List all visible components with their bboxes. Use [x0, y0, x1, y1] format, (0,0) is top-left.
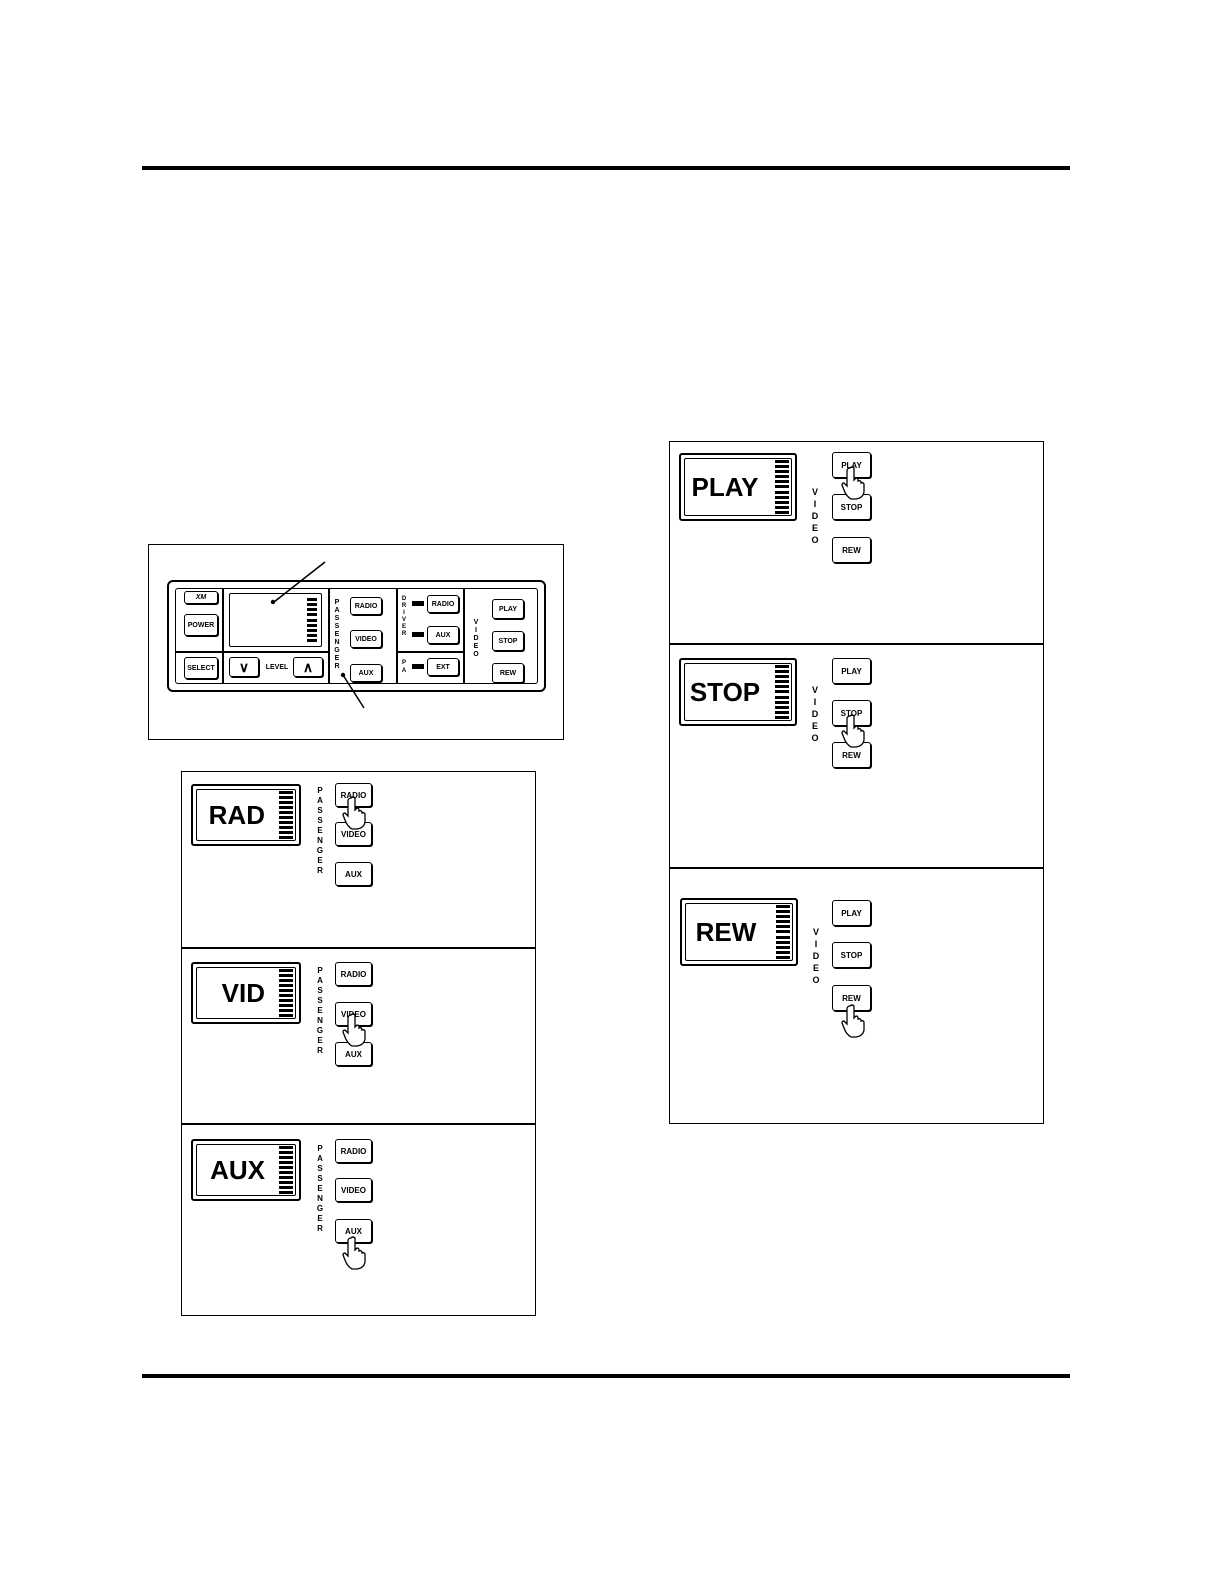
- level-meter: [279, 791, 293, 839]
- pointing-hand-icon: [841, 466, 865, 500]
- control-panel-figure: [148, 544, 564, 740]
- stop-button[interactable]: STOP: [832, 942, 871, 968]
- driver-radio-button[interactable]: RADIO: [427, 595, 459, 613]
- passenger-radio-button[interactable]: RADIO: [350, 597, 382, 615]
- level-meter: [775, 460, 789, 514]
- display-vid: VID: [191, 962, 301, 1024]
- divider: [222, 589, 224, 683]
- radio-button[interactable]: RADIO: [335, 962, 372, 986]
- play-button[interactable]: PLAY: [832, 900, 871, 926]
- aux-button[interactable]: AUX: [335, 1219, 372, 1243]
- divider: [176, 651, 328, 653]
- video-button[interactable]: VIDEO: [335, 822, 372, 846]
- display-text: VID: [221, 977, 265, 1008]
- aux-button[interactable]: AUX: [335, 862, 372, 886]
- lcd-display: [229, 593, 322, 647]
- pointing-hand-icon: [841, 1004, 865, 1038]
- divider: [328, 589, 330, 683]
- rew-button[interactable]: REW: [492, 663, 524, 683]
- chevron-up-icon: ∧: [302, 658, 314, 675]
- display-rad: RAD: [191, 784, 301, 846]
- pointing-hand-icon: [342, 1236, 366, 1270]
- divider: [463, 589, 465, 683]
- logo-badge: XM: [184, 591, 218, 604]
- display-text: AUX: [210, 1154, 265, 1185]
- display-text: PLAY: [691, 471, 759, 502]
- divider: [182, 1123, 535, 1125]
- driver-aux-indicator: [412, 632, 424, 637]
- bottom-rule: [142, 1374, 1070, 1378]
- level-label: LEVEL: [264, 661, 290, 673]
- display-aux: AUX: [191, 1139, 301, 1201]
- pointing-hand-icon: [841, 714, 865, 748]
- select-button[interactable]: SELECT: [184, 657, 218, 679]
- level-down-button[interactable]: ∨: [229, 657, 259, 677]
- divider: [670, 867, 1043, 869]
- level-up-button[interactable]: ∧: [293, 657, 323, 677]
- level-meter: [775, 665, 789, 719]
- pointing-hand-icon: [342, 1013, 366, 1047]
- display-play: PLAY: [679, 453, 797, 521]
- top-rule: [142, 166, 1070, 170]
- pa-indicator: [412, 664, 424, 669]
- pa-ext-button[interactable]: EXT: [427, 658, 459, 676]
- passenger-aux-button[interactable]: AUX: [350, 664, 382, 682]
- display-text: RAD: [208, 799, 265, 830]
- video-sequence-box: [669, 441, 1044, 1124]
- display-text: REW: [695, 916, 757, 947]
- chevron-down-icon: ∨: [238, 658, 250, 675]
- driver-radio-indicator: [412, 601, 424, 606]
- power-button[interactable]: POWER: [184, 614, 218, 636]
- display-stop: STOP: [679, 658, 797, 726]
- pointing-hand-icon: [342, 796, 366, 830]
- stop-button[interactable]: STOP: [492, 631, 524, 651]
- passenger-sequence-box: [181, 771, 536, 1316]
- divider: [670, 643, 1043, 645]
- video-button[interactable]: VIDEO: [335, 1178, 372, 1202]
- level-meter: [279, 1146, 293, 1194]
- divider: [396, 589, 398, 683]
- radio-button[interactable]: RADIO: [335, 1139, 372, 1163]
- level-meter: [307, 598, 317, 642]
- driver-aux-button[interactable]: AUX: [427, 626, 459, 644]
- display-rew: REW: [680, 898, 798, 966]
- display-text: STOP: [689, 676, 761, 707]
- level-meter: [279, 969, 293, 1017]
- level-meter: [776, 905, 790, 959]
- rew-button[interactable]: REW: [832, 985, 871, 1011]
- play-button[interactable]: PLAY: [492, 599, 524, 619]
- play-button[interactable]: PLAY: [832, 658, 871, 684]
- passenger-video-button[interactable]: VIDEO: [350, 630, 382, 648]
- rew-button[interactable]: REW: [832, 537, 871, 563]
- divider: [396, 651, 463, 653]
- divider: [182, 947, 535, 949]
